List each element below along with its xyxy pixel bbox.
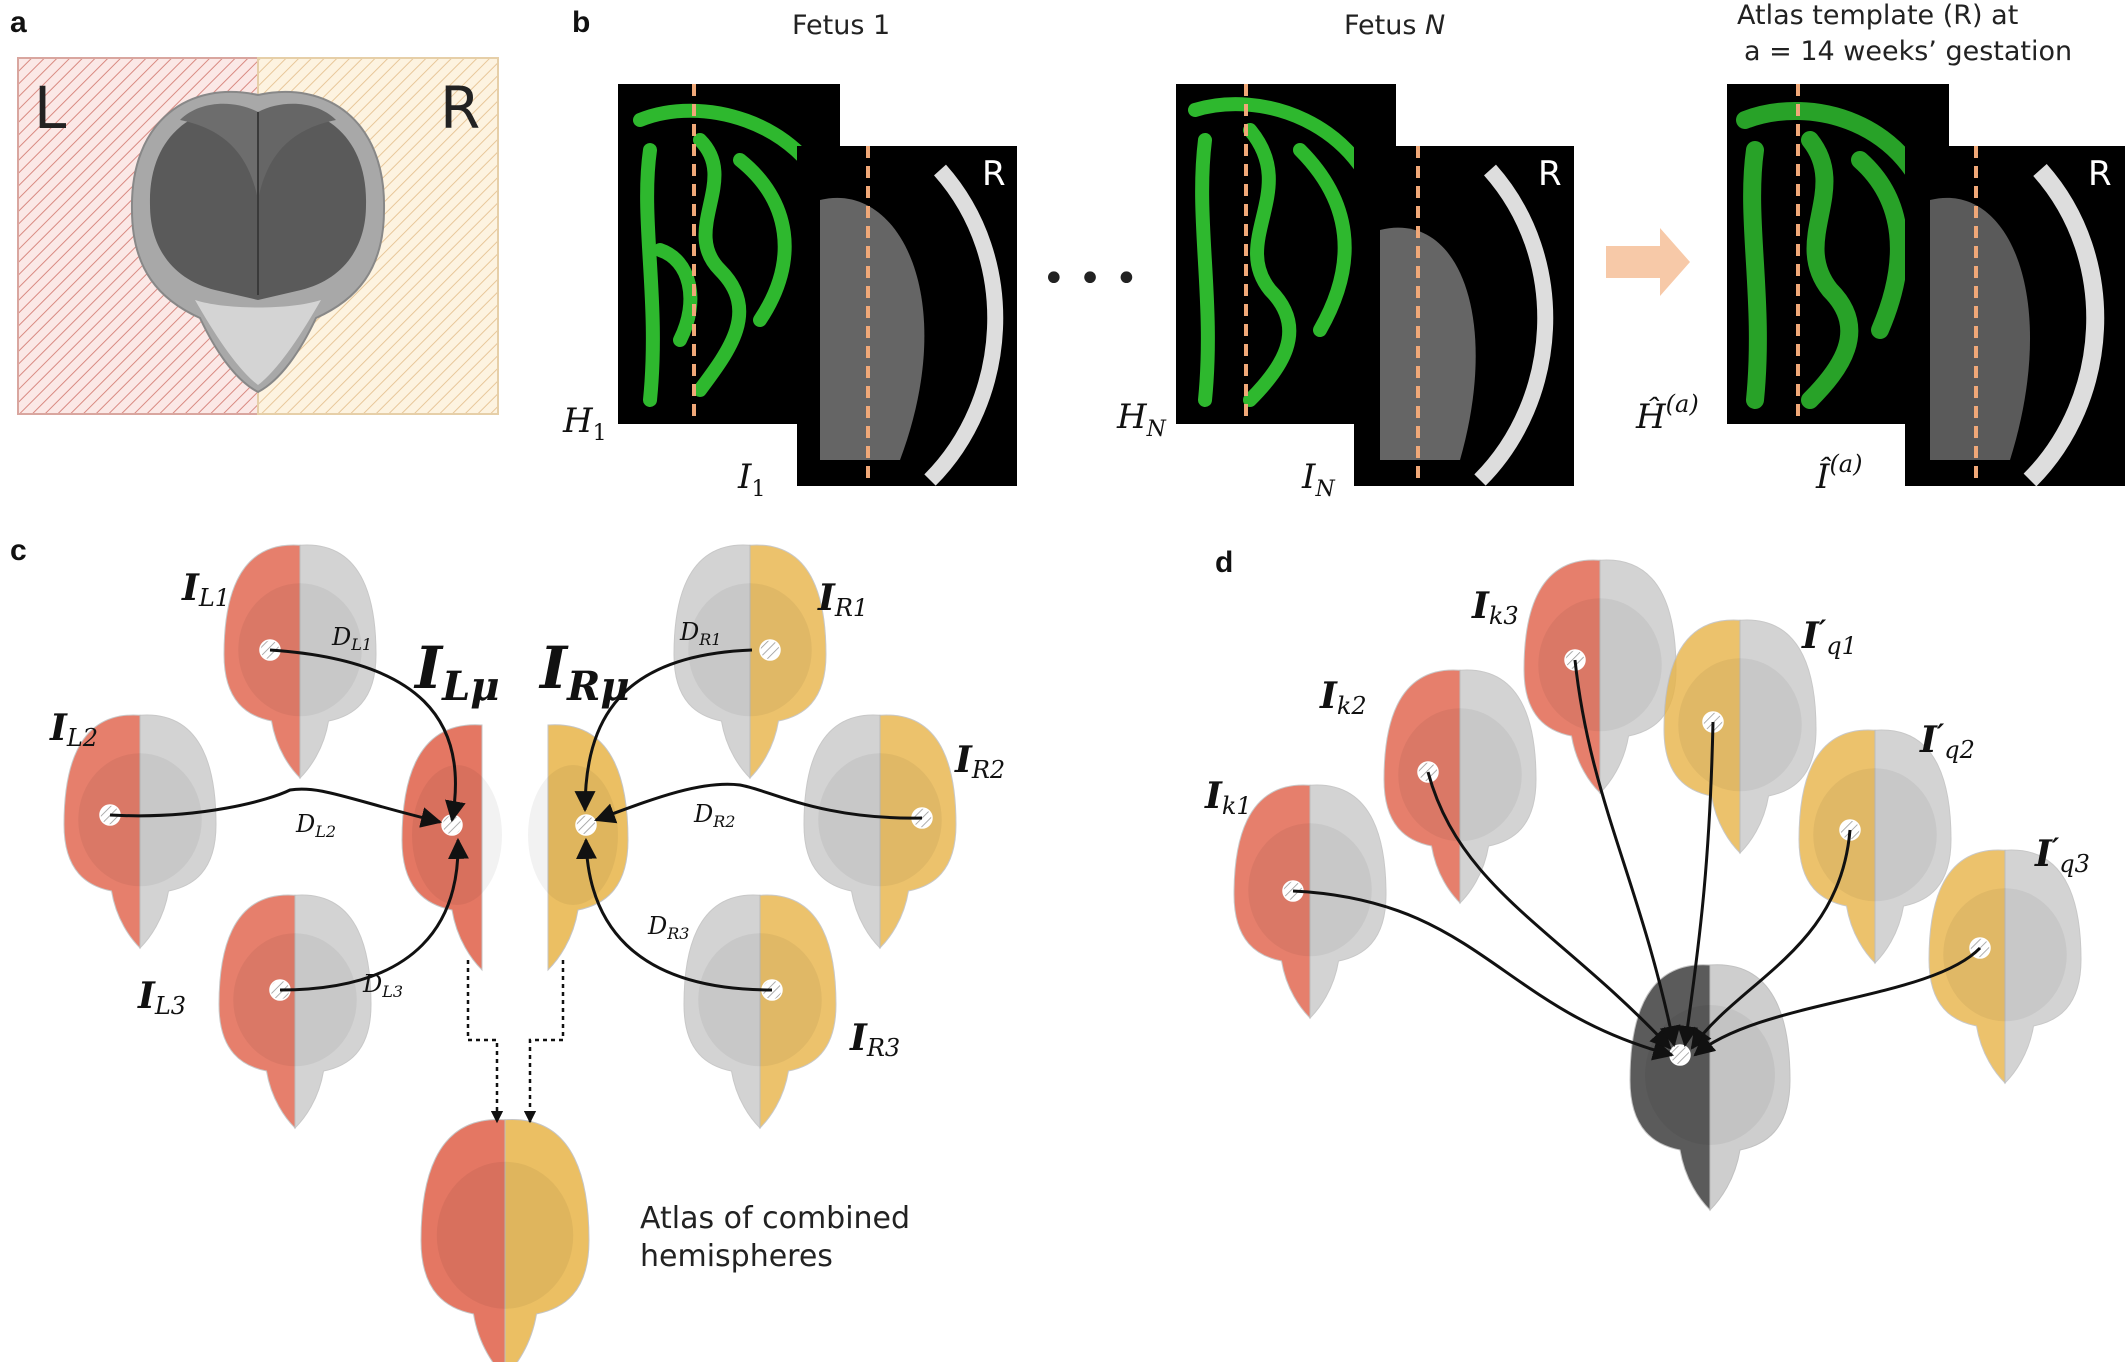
brain-Lmu-hemisphere	[401, 724, 502, 972]
label-I-R3: IR3	[849, 1017, 900, 1062]
atlas-title-line2: a = 14 weeks’ gestation	[1744, 36, 2072, 67]
label-I-L1: IL1	[181, 567, 230, 612]
brain-3d-render	[130, 90, 386, 394]
label-I-L2: IL2	[49, 707, 98, 752]
label-Ha: Ĥ(a)	[1635, 390, 1699, 437]
label-I-k1: Ik1	[1204, 775, 1252, 820]
label-Ia: Î(a)	[1815, 450, 1862, 497]
label-IN: IN	[1301, 457, 1335, 502]
brain-R2	[803, 714, 957, 950]
label-D-L1: DL1	[331, 623, 372, 654]
panel-b: b Fetus 1 Fetus N Atlas template (R) at …	[562, 0, 2125, 502]
right-label: R	[440, 74, 480, 142]
brain-L2	[63, 714, 217, 950]
atlas-side-marker: R	[2088, 154, 2112, 194]
label-I-R2: IR2	[954, 739, 1005, 784]
panel-d: d Ik1 Ik2 Ik3 I′q1 I′q2 I′q3	[1204, 546, 2090, 1212]
panel-c-letter: c	[10, 534, 27, 567]
brain-q2	[1798, 729, 1952, 965]
label-D-L3: DL3	[362, 970, 403, 1001]
brain-R3	[683, 894, 837, 1130]
panel-d-brains	[1233, 559, 2082, 1212]
label-I-q3: I′q3	[2034, 832, 2090, 878]
label-HN: HN	[1116, 397, 1167, 442]
label-I-Rmu: IRμ	[538, 634, 630, 710]
brain-Rmu-hemisphere	[528, 724, 629, 972]
panel-d-arrows	[1292, 659, 1982, 1061]
label-I-q2: I′q2	[1919, 718, 1975, 764]
panel-c-arrows	[109, 648, 923, 992]
atlas-caption-line1: Atlas of combined	[640, 1201, 910, 1236]
brain-k2	[1383, 669, 1537, 905]
label-I-L3: IL3	[137, 975, 186, 1020]
label-D-R3: DR3	[647, 912, 689, 943]
fetus1-side-marker: R	[982, 154, 1006, 194]
panel-b-letter: b	[572, 6, 590, 39]
brain-L1	[223, 544, 377, 780]
fetusN-mri-image: R	[1354, 146, 1574, 486]
atlas-title-line1: Atlas template (R) at	[1737, 0, 2018, 31]
brain-target	[1629, 964, 1791, 1212]
fetusN-title: Fetus N	[1344, 10, 1445, 41]
label-D-R2: DR2	[693, 800, 735, 831]
panel-c-dotted-connectors	[466, 960, 565, 1124]
panel-d-letter: d	[1215, 546, 1233, 579]
label-I-k3: Ik3	[1471, 585, 1519, 630]
brain-k1	[1233, 784, 1387, 1020]
label-D-L2: DL2	[295, 810, 336, 841]
pipeline-arrow	[1606, 228, 1690, 296]
fetus1-mri-image: R	[797, 146, 1017, 486]
fetusN-side-marker: R	[1538, 154, 1562, 194]
label-I1: I1	[737, 457, 765, 502]
label-D-R1: DR1	[679, 618, 721, 649]
atlas-caption-line2: hemispheres	[640, 1239, 833, 1274]
brain-R1	[673, 544, 827, 780]
ellipsis: • • •	[1042, 256, 1138, 302]
brain-combined-atlas	[420, 1119, 590, 1362]
left-label: L	[34, 74, 66, 142]
brain-q3	[1928, 849, 2082, 1085]
panel-c-brains	[63, 544, 957, 1362]
fetus1-title: Fetus 1	[792, 10, 890, 41]
label-I-R1: IR1	[817, 577, 868, 622]
label-I-q1: I′q1	[1801, 614, 1857, 660]
panel-c: c IL1 IL2 IL3 IR1 IR2 IR3 ILμ IRμ DL1 DL…	[10, 534, 1005, 1362]
brain-q1	[1663, 619, 1817, 855]
panel-a-letter: a	[10, 6, 27, 39]
brain-L3	[218, 894, 372, 1130]
brain-k3	[1523, 559, 1677, 795]
atlas-mri-image: R	[1905, 146, 2125, 487]
label-H1: H1	[562, 401, 607, 446]
panel-a: a L R	[10, 6, 499, 415]
label-I-k2: Ik2	[1319, 675, 1367, 720]
label-I-Lmu: ILμ	[413, 634, 500, 710]
